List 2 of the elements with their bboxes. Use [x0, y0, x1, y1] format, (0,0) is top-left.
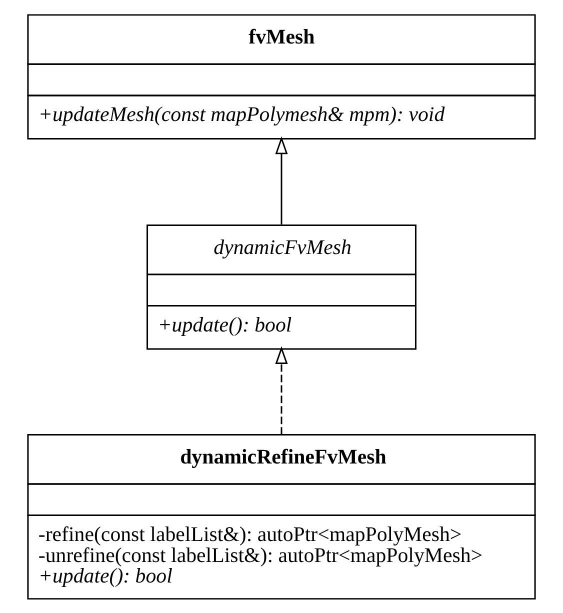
- arrow: [275, 136, 288, 224]
- arrow: [275, 346, 288, 434]
